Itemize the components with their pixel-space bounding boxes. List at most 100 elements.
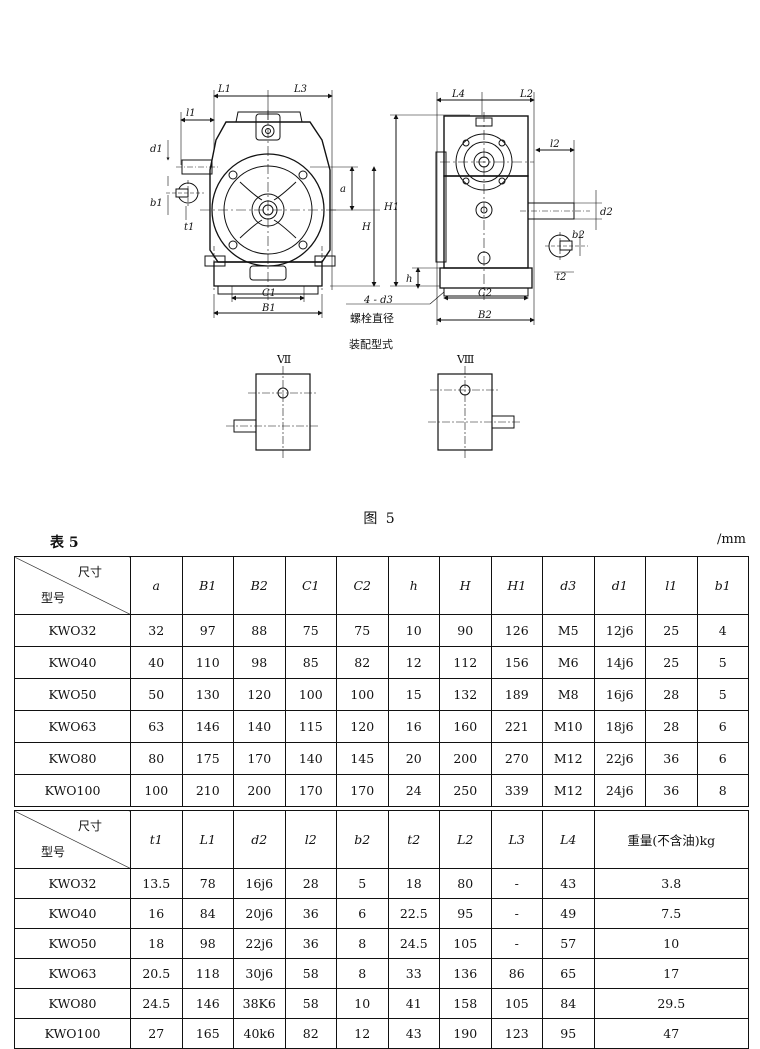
label-H: H	[361, 222, 371, 233]
dimension-table-2: 尺寸 型号 t1 L1 d2 l2 b2 t2 L2 L3 L4 重量(不含油)…	[14, 810, 749, 1049]
corner-size-label: 尺寸	[77, 819, 102, 833]
value-cell: 80	[439, 868, 492, 899]
value-cell: 65	[542, 958, 595, 989]
corner-size-label: 尺寸	[77, 565, 102, 579]
label-view-8: Ⅷ	[456, 353, 474, 366]
value-cell: 15	[387, 678, 440, 711]
value-cell: 47	[593, 1018, 749, 1049]
value-cell: 4	[696, 614, 749, 647]
dimension-table-1: 尺寸 型号 a B1 B2 C1 C2 h H H1 d3 d1 l1 b1 K…	[14, 556, 749, 807]
label-d1: d1	[150, 144, 163, 155]
value-cell: 84	[542, 988, 595, 1019]
value-cell: 100	[130, 774, 183, 807]
value-cell: 80	[130, 742, 183, 775]
col-header: C2	[336, 556, 389, 615]
label-C1: C1	[262, 288, 276, 299]
value-cell: 82	[284, 1018, 337, 1049]
value-cell: 22j6	[233, 928, 286, 959]
label-L3: L3	[293, 84, 307, 95]
value-cell: 43	[387, 1018, 440, 1049]
value-cell: 18j6	[593, 710, 646, 743]
value-cell: 88	[233, 614, 286, 647]
value-cell: 8	[336, 958, 389, 989]
label-d2: d2	[600, 207, 613, 218]
col-header: B2	[233, 556, 286, 615]
value-cell: 22j6	[593, 742, 646, 775]
col-header: L4	[542, 810, 595, 869]
value-cell: 75	[336, 614, 389, 647]
value-cell: 8	[696, 774, 749, 807]
value-cell: 12	[336, 1018, 389, 1049]
value-cell: 20.5	[130, 958, 183, 989]
value-cell: 200	[233, 774, 286, 807]
value-cell: 210	[181, 774, 234, 807]
value-cell: M10	[542, 710, 595, 743]
value-cell: 110	[181, 646, 234, 679]
label-l1: l1	[186, 108, 196, 119]
model-cell: KWO40	[14, 646, 131, 679]
value-cell: 17	[593, 958, 749, 989]
value-cell: 58	[284, 988, 337, 1019]
value-cell: 6	[336, 898, 389, 929]
value-cell: 156	[490, 646, 543, 679]
value-cell: 14j6	[593, 646, 646, 679]
corner-model-label: 型号	[41, 845, 66, 859]
value-cell: 28	[645, 710, 698, 743]
table-header-row: 尺寸 型号 a B1 B2 C1 C2 h H H1 d3 d1 l1 b1	[14, 556, 749, 615]
value-cell: 250	[439, 774, 492, 807]
value-cell: 221	[490, 710, 543, 743]
value-cell: 158	[439, 988, 492, 1019]
col-header: H	[439, 556, 492, 615]
value-cell: 100	[284, 678, 337, 711]
label-B2: B2	[477, 310, 492, 321]
value-cell: 49	[542, 898, 595, 929]
col-header: d1	[593, 556, 646, 615]
col-header: d2	[233, 810, 286, 869]
label-t2: t2	[556, 272, 566, 283]
value-cell: 24j6	[593, 774, 646, 807]
value-cell: 140	[284, 742, 337, 775]
value-cell: 165	[181, 1018, 234, 1049]
value-cell: 22.5	[387, 898, 440, 929]
value-cell: 18	[387, 868, 440, 899]
col-header: l2	[284, 810, 337, 869]
value-cell: 82	[336, 646, 389, 679]
value-cell: 85	[284, 646, 337, 679]
value-cell: 40k6	[233, 1018, 286, 1049]
value-cell: 10	[336, 988, 389, 1019]
value-cell: 10	[593, 928, 749, 959]
value-cell: 90	[439, 614, 492, 647]
front-view	[166, 90, 380, 318]
label-H1: H1	[383, 202, 399, 213]
label-b2: b2	[572, 230, 585, 241]
value-cell: 36	[645, 742, 698, 775]
value-cell: 6	[696, 710, 749, 743]
value-cell: 25	[645, 646, 698, 679]
value-cell: 190	[439, 1018, 492, 1049]
label-assembly: 装配型式	[349, 337, 393, 351]
value-cell: 140	[233, 710, 286, 743]
value-cell: 120	[233, 678, 286, 711]
value-cell: 200	[439, 742, 492, 775]
value-cell: 120	[336, 710, 389, 743]
assembly-view-7	[226, 366, 320, 460]
col-header: h	[387, 556, 440, 615]
value-cell: 126	[490, 614, 543, 647]
value-cell: 5	[336, 868, 389, 899]
value-cell: 13.5	[130, 868, 183, 899]
value-cell: 95	[542, 1018, 595, 1049]
label-a: a	[340, 184, 346, 195]
value-cell: 36	[284, 898, 337, 929]
label-L1: L1	[217, 84, 231, 95]
label-b1: b1	[150, 198, 163, 209]
value-cell: 29.5	[593, 988, 749, 1019]
model-cell: KWO100	[14, 1018, 131, 1049]
